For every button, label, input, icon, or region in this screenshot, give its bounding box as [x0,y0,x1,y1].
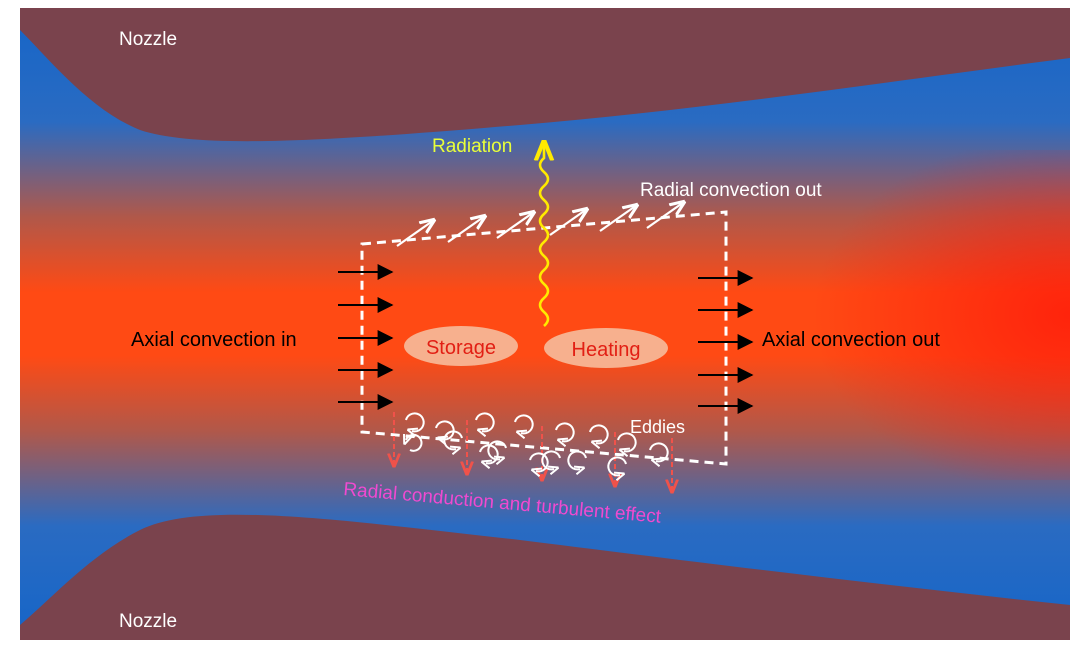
eddy-icon [405,412,425,431]
eddy-icon [479,444,499,463]
radial-arrow [396,220,434,247]
radial-arrow [646,202,684,229]
eddy-icon [617,432,637,451]
eddies-label: Eddies [630,417,685,437]
eddy-icon [487,440,507,459]
eddy-icon [649,442,669,461]
eddy-icon [529,452,549,471]
radial-arrow [549,209,587,236]
eddy-icon [443,430,463,449]
eddy-icon [607,456,627,475]
nozzle-top-wall [20,8,1070,142]
eddy-icon [541,450,561,469]
radial-convection-out-label: Radial convection out [640,180,822,201]
eddy-icon [475,412,495,431]
storage-label: Storage [426,337,496,359]
eddy-icon [589,424,609,443]
radiation-label: Radiation [432,136,512,157]
storage-oval [404,326,518,366]
radial-arrow [496,212,534,239]
nozzle-top-label: Nozzle [119,29,177,50]
axial-convection-in-label: Axial convection in [131,329,297,351]
radial-arrow [599,205,637,232]
radial-arrow [447,216,485,243]
eddy-icon [514,414,534,433]
axial-out-arrows [698,270,754,414]
nozzle-bottom-wall [20,514,1070,640]
eddy-swirls [405,412,669,475]
eddy-icon [435,420,455,439]
heating-oval [544,328,668,368]
nozzle-bottom-label: Nozzle [119,611,177,632]
eddy-icon [567,450,587,469]
eddy-icon [406,433,423,452]
axial-convection-out-label: Axial convection out [762,329,940,351]
radiation-wave-arrow [540,142,548,327]
radial-convection-arrows [396,202,684,247]
eddy-icon [555,422,575,441]
axial-in-arrows [338,264,394,410]
heating-label: Heating [572,339,641,361]
control-volume-boundary [360,210,728,466]
